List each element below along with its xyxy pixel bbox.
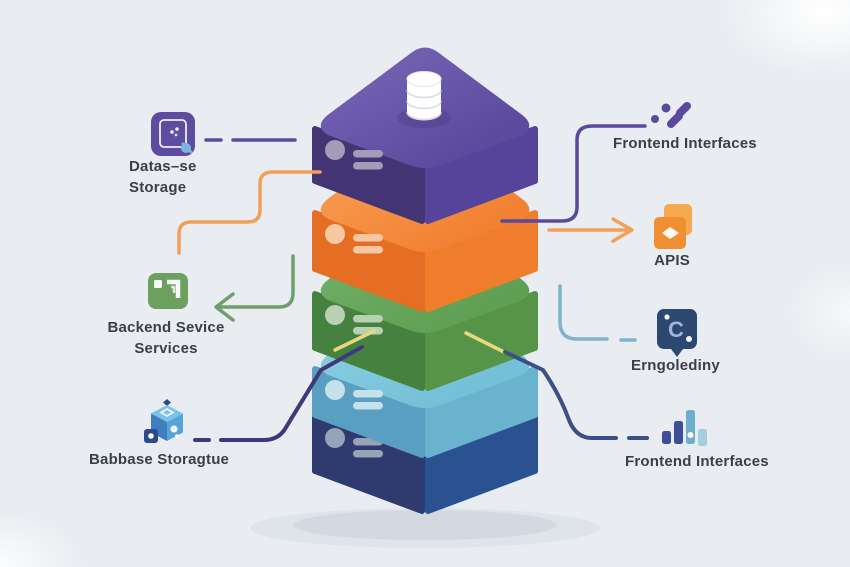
layer-led-dot: [325, 224, 345, 244]
label-database-storage: Datas–se Storage: [129, 156, 196, 198]
label-apis: APIS: [642, 250, 702, 271]
label-database-storage-line2: Storage: [129, 179, 187, 196]
accent-yellow-right-line: [464, 331, 506, 354]
layer-led-dot: [325, 380, 345, 400]
connector-babbase-line: [193, 345, 364, 442]
label-backend-services-line2: Services: [134, 340, 198, 357]
label-backend-services-line1: Backend Sevice: [107, 319, 225, 336]
accent-yellow-left-line: [333, 329, 376, 352]
label-frontend-interfaces-top-line1: Frontend Interfaces: [613, 135, 757, 152]
label-apis-line1: APIS: [654, 252, 690, 269]
connector-orange-step-line: [177, 170, 322, 255]
c-badge-icon: C: [655, 307, 699, 364]
document-data-icon: [150, 111, 196, 162]
bar-chart-icon: [657, 404, 711, 453]
connector-enabling-line: [558, 284, 637, 342]
backend-window-icon: [147, 272, 189, 315]
connector-apis-arrow-line: [547, 217, 634, 243]
label-database-storage-line1: Datas–se: [129, 158, 197, 175]
connector-frontend-bottom-line: [503, 350, 649, 440]
stack-shadow: [293, 510, 557, 540]
connector-backend-arrow-line: [214, 254, 295, 322]
layer-led-dot: [325, 305, 345, 325]
label-frontend-interfaces-top: Frontend Interfaces: [613, 133, 757, 154]
label-enabling: Erngolediny: [631, 355, 720, 376]
label-frontend-interfaces-bottom: Frontend Interfaces: [625, 451, 769, 472]
dots-arrow-icon: [647, 97, 693, 136]
connector-frontend-top-line: [500, 124, 647, 223]
cube-database-icon: [139, 399, 195, 458]
label-babbase-storage-line1: Babbase Storagtue: [89, 451, 230, 468]
layer-led-dot: [325, 140, 345, 160]
label-enabling-line1: Erngolediny: [631, 357, 720, 374]
label-babbase-storage: Babbase Storagtue: [89, 449, 229, 470]
label-frontend-interfaces-bottom-line1: Frontend Interfaces: [625, 453, 769, 470]
label-backend-services: Backend Sevice Services: [96, 317, 236, 359]
database-cylinder-icon: [397, 71, 451, 128]
layer-led-dot: [325, 428, 345, 448]
stacked-squares-icon: [650, 202, 696, 257]
c-badge-letter: C: [668, 317, 684, 342]
connectors: [177, 124, 649, 442]
